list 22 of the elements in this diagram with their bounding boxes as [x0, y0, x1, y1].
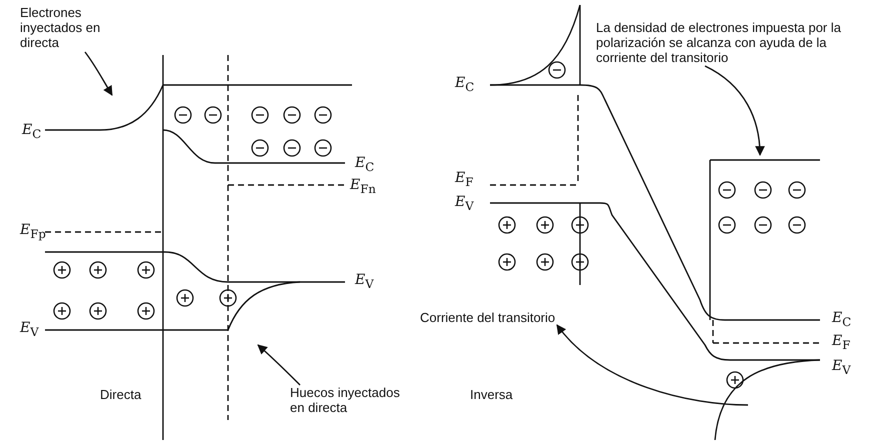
energy-level-label: E$_{F}$: [832, 333, 850, 352]
leader-arrow: [84, 52, 113, 96]
leader-arrow: [704, 65, 765, 156]
annotation-text: Huecos inyectados en directa: [290, 385, 400, 415]
energy-level-label: E$_{Fp}$: [20, 222, 46, 241]
energy-level-label: E$_{F}$: [455, 170, 474, 189]
energy-level-label: E$_{V}$: [355, 272, 374, 291]
energy-level-label: E$_{V}$: [455, 194, 474, 213]
annotation-text: La densidad de electrones impuesta por la polarización se alcanza con ayuda de la corriente del transitorio: [596, 20, 876, 65]
bias-caption: Inversa: [470, 387, 513, 402]
energy-level-label: E$_{C}$: [832, 310, 852, 329]
annotation-text: Electrones inyectados en directa: [20, 5, 140, 50]
annotation-text: Corriente del transitorio: [420, 310, 556, 325]
energy-level-label: E$_{Fn}$: [350, 177, 376, 196]
energy-level-label: E$_{V}$: [832, 358, 851, 377]
leader-arrow: [257, 344, 300, 386]
leader-arrow: [556, 324, 748, 406]
energy-level-label: E$_{C}$: [22, 122, 42, 141]
energy-level-label: E$_{C}$: [455, 75, 474, 94]
bias-caption: Directa: [100, 387, 142, 402]
energy-level-label: E$_{V}$: [20, 320, 39, 339]
energy-level-label: E$_{C}$: [355, 155, 374, 174]
